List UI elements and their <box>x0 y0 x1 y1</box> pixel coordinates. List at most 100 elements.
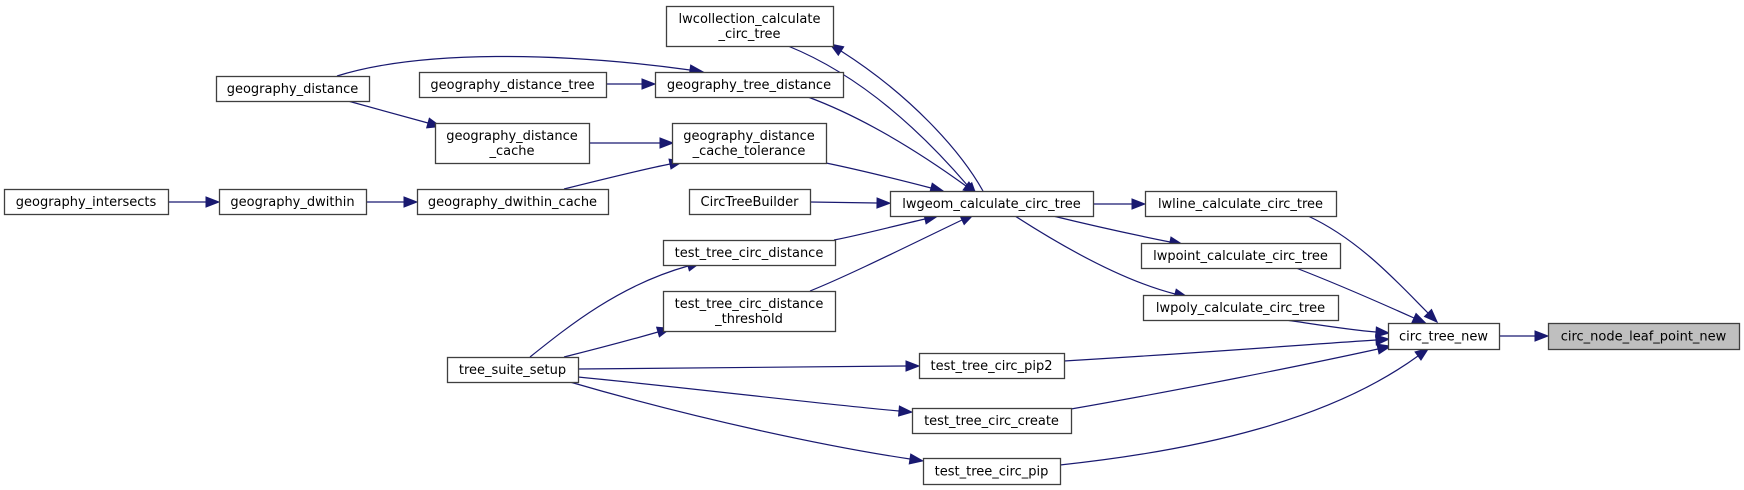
edge-circ-tree-new-to-circ-node-leaf-point-new <box>1499 330 1550 342</box>
node-label: geography_dwithin_cache <box>428 195 597 210</box>
node-test-tree-circ-pip[interactable]: test_tree_circ_pip <box>922 457 1062 486</box>
edge-lwgeom-calculate-circ-tree-to-lwpoint-calculate-circ-tree <box>1052 215 1185 248</box>
node-box <box>1140 242 1342 270</box>
node-box <box>922 457 1062 486</box>
node-label: geography_tree_distance <box>667 78 831 93</box>
node-label: geography_distance_tree <box>430 78 594 93</box>
node-tree-suite-setup[interactable]: tree_suite_setup <box>446 356 580 384</box>
node-box <box>446 356 580 384</box>
edge-geography-intersects-to-geography-dwithin <box>168 196 221 208</box>
edge-lwpoly-calculate-circ-tree-to-circ-tree-new <box>1285 319 1391 338</box>
edge-line <box>809 219 963 292</box>
node-lwline-calculate-circ-tree[interactable]: lwline_calculate_circ_tree <box>1144 190 1338 218</box>
edge-geography-distance-cache-tolerance-to-lwgeom-calculate-circ-tree <box>825 162 945 194</box>
edge-line <box>1014 215 1176 295</box>
node-box <box>218 188 368 216</box>
arrowhead-icon <box>1423 308 1439 324</box>
edge-circ-tree-builder-to-lwgeom-calculate-circ-tree <box>809 197 892 209</box>
node-geography-dwithin[interactable]: geography_dwithin <box>218 188 368 216</box>
node-box <box>918 352 1066 380</box>
edge-lwpoint-calculate-circ-tree-to-circ-tree-new <box>1295 267 1428 324</box>
node-circ-node-leaf-point-new: circ_node_leaf_point_new <box>1547 322 1741 351</box>
arrowhead-icon <box>1411 312 1428 324</box>
arrowhead-icon <box>1414 347 1430 361</box>
node-label: CircTreeBuilder <box>701 195 800 210</box>
edge-line <box>577 376 900 412</box>
node-label: test_tree_circ_pip <box>935 465 1049 480</box>
node-test-tree-circ-distance-threshold[interactable]: test_tree_circ_distance_threshold <box>662 290 837 333</box>
arrowhead-icon <box>897 405 914 417</box>
node-circ-tree-builder[interactable]: CircTreeBuilder <box>688 188 812 216</box>
node-geography-distance-cache-tolerance[interactable]: geography_distance_cache_tolerance <box>671 122 828 165</box>
node-label: test_tree_circ_pip2 <box>931 359 1053 374</box>
node-label: test_tree_circ_create <box>924 414 1059 429</box>
edge-line <box>1295 267 1415 319</box>
node-label: lwline_calculate_circ_tree <box>1158 197 1323 212</box>
edge-line <box>1052 215 1171 243</box>
node-box <box>911 407 1073 435</box>
node-geography-dwithin-cache[interactable]: geography_dwithin_cache <box>416 188 610 216</box>
node-label: geography_distance <box>227 82 359 97</box>
edge-line <box>1285 319 1377 333</box>
node-box <box>1547 322 1741 351</box>
edge-test-tree-circ-distance-to-lwgeom-calculate-circ-tree <box>833 213 940 241</box>
edge-line <box>529 265 689 358</box>
node-geography-intersects[interactable]: geography_intersects <box>3 188 170 216</box>
node-label: _circ_tree <box>717 27 780 42</box>
node-box <box>654 71 845 99</box>
node-box <box>418 71 608 99</box>
node-label: geography_distance <box>446 129 578 144</box>
node-box <box>662 239 837 267</box>
node-label: tree_suite_setup <box>459 363 566 378</box>
arrowhead-icon <box>659 137 675 149</box>
edge-line <box>563 163 671 190</box>
node-box <box>434 122 591 165</box>
edge-line <box>336 55 691 77</box>
node-box <box>1387 322 1501 351</box>
edge-lwgeom-calculate-circ-tree-to-lwline-calculate-circ-tree <box>1093 198 1147 210</box>
node-label: geography_dwithin <box>230 195 354 210</box>
node-label: lwcollection_calculate <box>679 12 821 27</box>
node-box <box>665 5 835 48</box>
node-label: geography_intersects <box>16 195 157 210</box>
node-label: lwpoly_calculate_circ_tree <box>1156 301 1325 316</box>
node-geography-distance-cache[interactable]: geography_distance_cache <box>434 122 591 165</box>
node-lwpoint-calculate-circ-tree[interactable]: lwpoint_calculate_circ_tree <box>1140 242 1342 270</box>
node-box <box>3 188 170 216</box>
arrowhead-icon <box>1376 343 1393 355</box>
edge-tree-suite-setup-to-test-tree-circ-distance-threshold <box>563 326 672 358</box>
edge-geography-distance-tree-to-geography-tree-distance <box>606 78 657 90</box>
arrowhead-icon <box>1534 330 1550 342</box>
edge-test-tree-circ-pip2-to-circ-tree-new <box>1063 334 1391 362</box>
node-box <box>889 190 1095 218</box>
node-label: test_tree_circ_distance <box>675 297 824 312</box>
edge-line <box>825 162 932 189</box>
edge-line <box>833 218 926 241</box>
node-geography-distance-tree[interactable]: geography_distance_tree <box>418 71 608 99</box>
edge-geography-distance-cache-to-geography-distance-cache-tolerance <box>589 137 675 149</box>
edge-lwline-calculate-circ-tree-to-circ-tree-new <box>1307 215 1439 324</box>
edge-line <box>787 45 969 187</box>
edge-geography-dwithin-to-geography-dwithin-cache <box>366 196 419 208</box>
node-geography-tree-distance[interactable]: geography_tree_distance <box>654 71 845 99</box>
node-lwgeom-calculate-circ-tree[interactable]: lwgeom_calculate_circ_tree <box>889 190 1095 218</box>
arrowhead-icon <box>1375 334 1391 346</box>
edge-line <box>1059 355 1419 466</box>
node-lwcollection-calculate-circ-tree[interactable]: lwcollection_calculate_circ_tree <box>665 5 835 48</box>
edge-line <box>569 381 911 460</box>
node-geography-distance[interactable]: geography_distance <box>215 75 371 103</box>
node-label: circ_tree_new <box>1399 330 1488 345</box>
node-box <box>1142 294 1340 322</box>
node-test-tree-circ-distance[interactable]: test_tree_circ_distance <box>662 239 837 267</box>
arrowhead-icon <box>205 196 221 208</box>
node-test-tree-circ-pip2[interactable]: test_tree_circ_pip2 <box>918 352 1066 380</box>
node-lwpoly-calculate-circ-tree[interactable]: lwpoly_calculate_circ_tree <box>1142 294 1340 322</box>
edge-line <box>347 100 429 124</box>
node-label: circ_node_leaf_point_new <box>1561 330 1727 345</box>
node-circ-tree-new[interactable]: circ_tree_new <box>1387 322 1501 351</box>
node-label: lwgeom_calculate_circ_tree <box>902 197 1081 212</box>
node-test-tree-circ-create[interactable]: test_tree_circ_create <box>911 407 1073 435</box>
edge-test-tree-circ-pip-to-circ-tree-new <box>1059 347 1430 466</box>
edge-tree-suite-setup-to-test-tree-circ-pip2 <box>577 360 921 372</box>
